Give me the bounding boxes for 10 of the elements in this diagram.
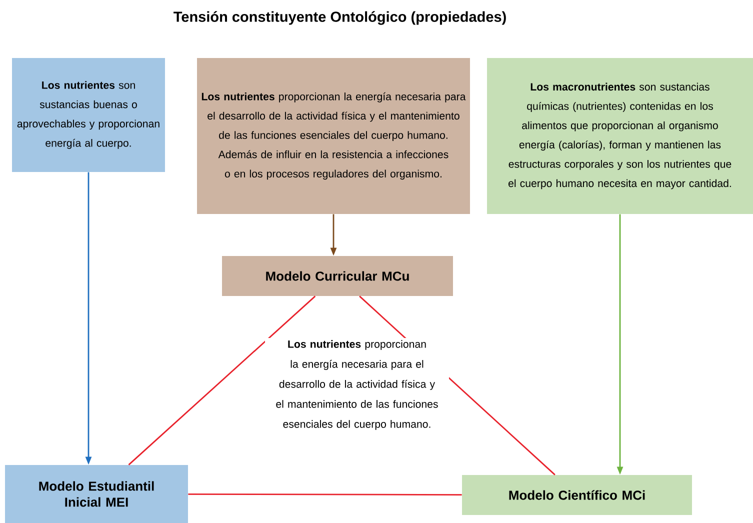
center-note: Los nutrientes proporcionan la energía necesaria para el desarrollo de la actividad física y el mantenimiento de las funciones esenciales del cuerpo humano. xyxy=(265,338,449,432)
connector-line xyxy=(188,494,462,496)
text-box: Los nutrientes son sustancias buenas o aprovechables y proporcionan energía al cuerpo. xyxy=(12,58,165,172)
connector-line xyxy=(128,296,316,466)
model-box: Modelo Estudiantil Inicial MEI xyxy=(5,465,188,523)
text-box: Los nutrientes proporcionan la energía necesaria para el desarrollo de la actividad física y el mantenimiento de las funciones esenciales del cuerpo humano. Además de influir en la resistencia a infecciones o en los procesos reguladores del organismo. xyxy=(197,58,470,214)
text-box: Los macronutrientes son sustancias químicas (nutrientes) contenidas en los alimentos que proporcionan al organismo energía (calorías), forman y mantienen las estructuras corporales y son los nutrientes que el cuerpo humano necesita en mayor cantidad. xyxy=(487,58,753,214)
title: Tensión constituyente Ontológico (propiedades) xyxy=(174,11,506,25)
model-box: Modelo Científico MCi xyxy=(462,475,692,515)
model-box: Modelo Curricular MCu xyxy=(222,256,453,296)
